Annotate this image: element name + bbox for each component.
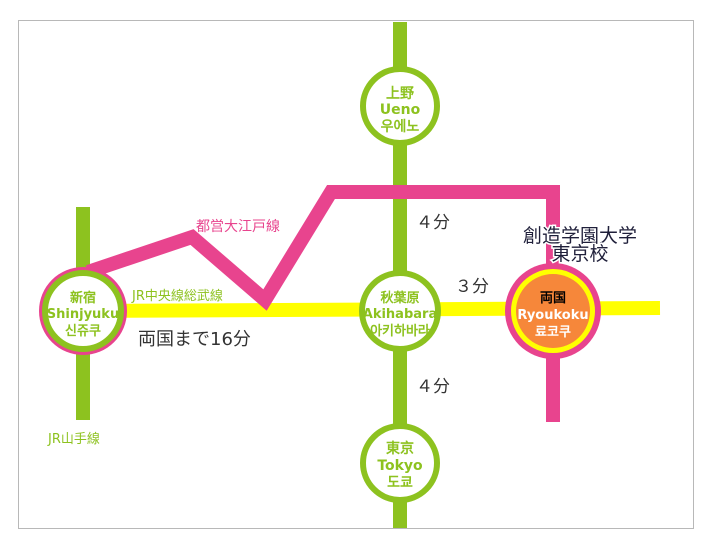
tokyo-label-ko: 도쿄 (387, 475, 413, 491)
station-ueno[interactable]: 上野 Ueno 우에노 (360, 66, 440, 146)
ueno-label-ko: 우에노 (381, 119, 420, 135)
station-tokyo[interactable]: 東京 Tokyo 도쿄 (360, 423, 440, 503)
station-akihabara[interactable]: 秋葉原 Akihabara 아키하바라 (359, 270, 441, 352)
tokyo-label-ja: 東京 (386, 440, 414, 457)
shinjuku-label-en: Shinjyuku (47, 307, 119, 322)
akihabara-label-ko: 아키하바라 (370, 323, 430, 339)
akihabara-label-ja: 秋葉原 (380, 290, 419, 306)
ryougoku-label-ja: 両国 (540, 291, 566, 306)
station-shinjuku[interactable]: 新宿 Shinjyuku 신쥬쿠 (39, 267, 127, 355)
ryougoku-label-ko: 료코쿠 (535, 325, 571, 340)
oedo-line-label: 都営大江戸線 (196, 219, 280, 235)
time-ueno-akihabara: ４分 (416, 213, 450, 233)
school-name-line1: 創造学園大学 (523, 225, 637, 247)
map-frame (18, 20, 694, 529)
ueno-label-ja: 上野 (386, 86, 414, 102)
time-akihabara-tokyo: ４分 (416, 377, 450, 397)
oedo-line (85, 185, 560, 422)
akihabara-label-en: Akihabara (363, 307, 437, 322)
yamanote-line-label: JR山手線 (47, 431, 100, 447)
station-ryougoku[interactable]: 両国 Ryoukoku 료코쿠 (505, 263, 601, 359)
shinjuku-label-ko: 신쥬쿠 (65, 324, 101, 339)
ryougoku-label-en: Ryoukoku (517, 308, 588, 323)
time-shinjuku-ryougoku: 両国まで16分 (138, 329, 251, 350)
chuo-sobu-line-label: JR中央線総武線 (131, 288, 223, 304)
school-name-line2: 東京校 (551, 243, 608, 265)
time-akihabara-ryougoku: ３分 (455, 277, 489, 297)
ueno-label-en: Ueno (380, 102, 421, 118)
shinjuku-label-ja: 新宿 (70, 290, 96, 306)
tokyo-label-en: Tokyo (377, 458, 423, 474)
